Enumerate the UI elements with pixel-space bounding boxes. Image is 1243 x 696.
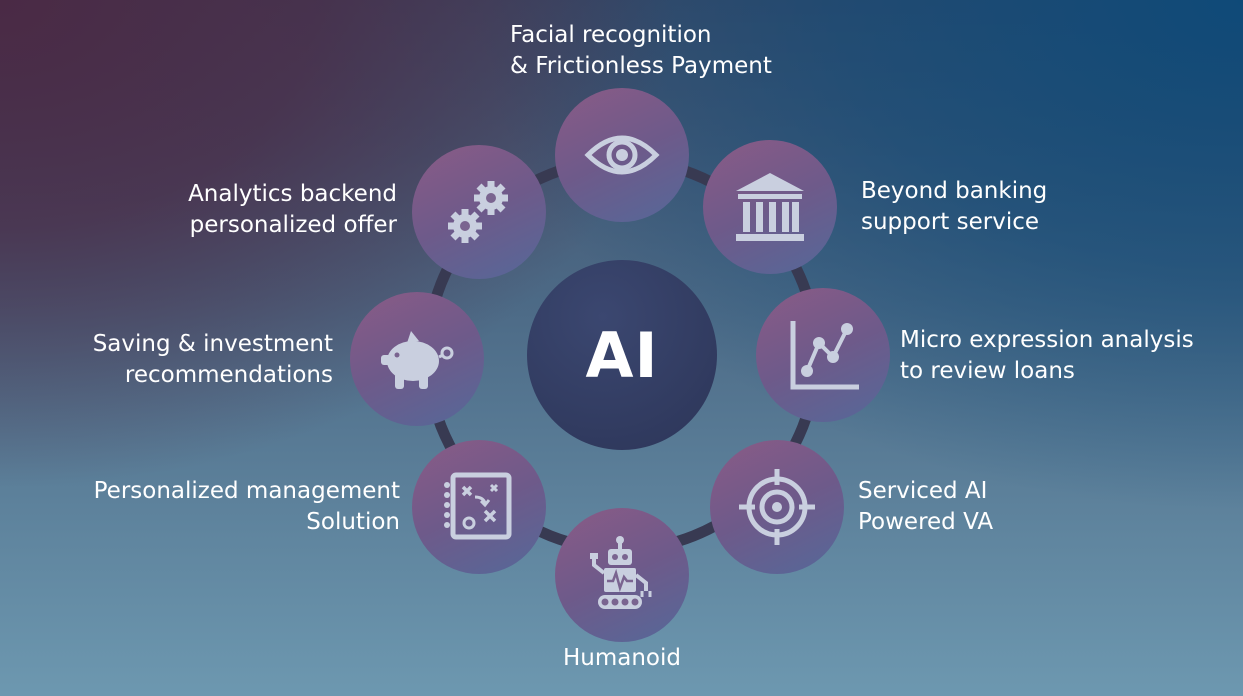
label-analytics-backend: Analytics backend personalized offer [188, 181, 397, 238]
node-micro-expression [756, 288, 890, 422]
strategy-board-icon [444, 472, 512, 540]
line-chart-icon [790, 321, 859, 390]
bank-icon [736, 173, 804, 241]
target-icon [739, 469, 815, 545]
node-humanoid [555, 508, 689, 642]
label-beyond-banking: Beyond banking support service [861, 178, 1048, 235]
node-analytics-backend [412, 145, 546, 279]
piggy-bank-icon [381, 331, 454, 389]
label-serviced-ai: Serviced AI Powered VA [858, 478, 994, 535]
label-saving-investment: Saving & investment recommendations [92, 331, 333, 388]
node-beyond-banking [703, 140, 837, 274]
ai-center-label: AI [585, 318, 659, 392]
node-facial-recognition [555, 88, 689, 222]
eye-icon [584, 135, 660, 175]
label-personalized-management: Personalized management Solution [93, 478, 400, 535]
node-saving-investment [350, 292, 484, 426]
label-humanoid: Humanoid [562, 645, 681, 671]
label-facial-recognition: Facial recognition & Frictionless Paymen… [510, 22, 772, 79]
ai-center-circle: AI [527, 260, 717, 450]
node-serviced-ai [710, 440, 844, 574]
label-micro-expression: Micro expression analysis to review loan… [900, 327, 1194, 384]
node-personalized-management [412, 440, 546, 574]
gears-icon [448, 181, 508, 243]
robot-icon [590, 536, 652, 609]
